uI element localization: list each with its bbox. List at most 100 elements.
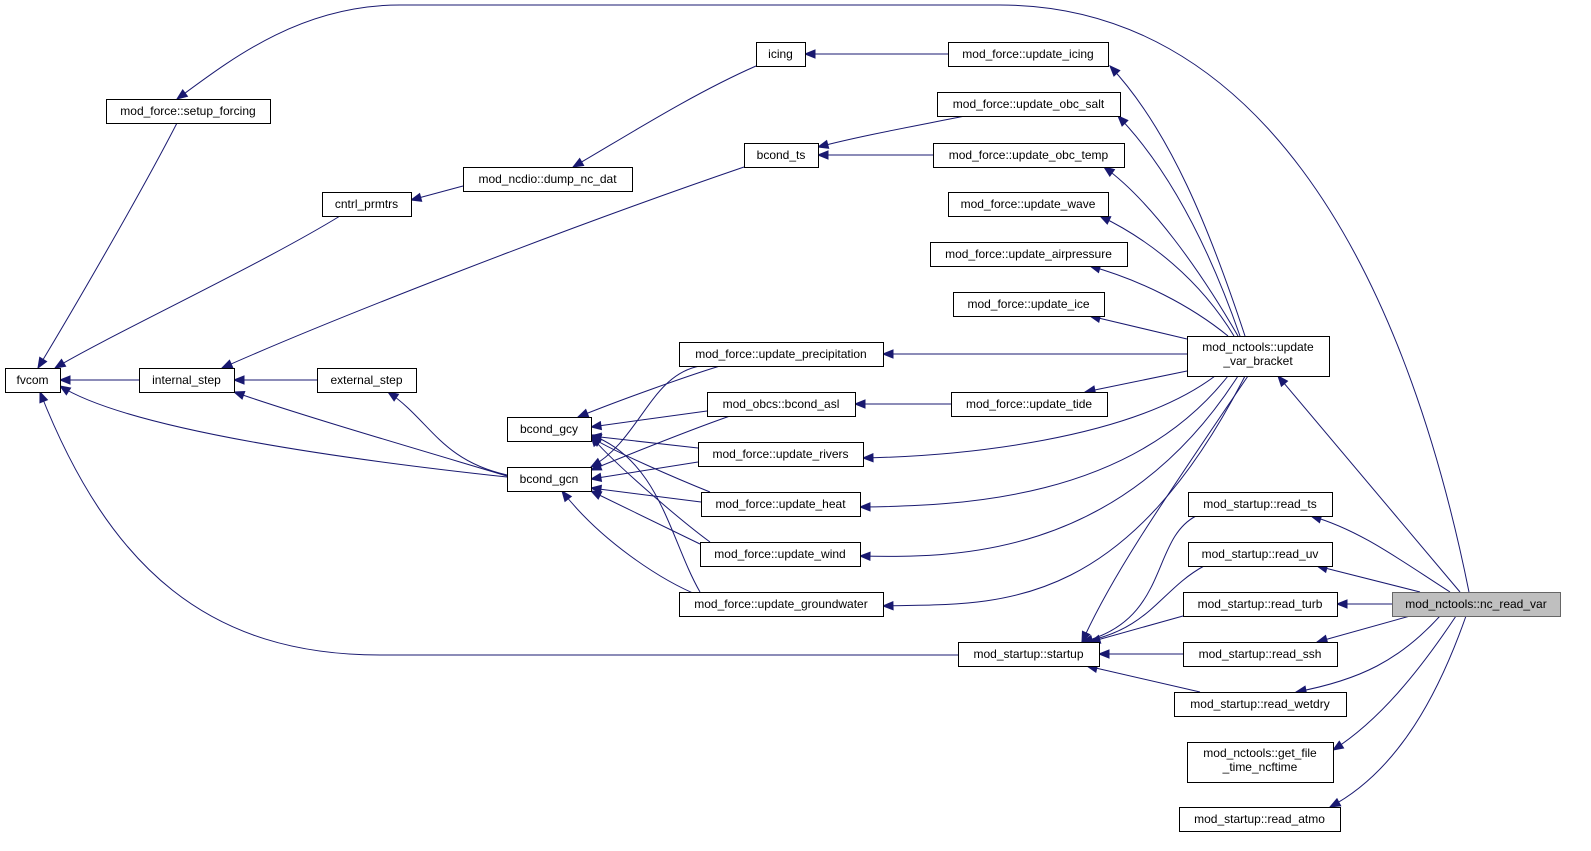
node-label: _time_ncftime	[1222, 760, 1298, 774]
edge-bcond-asl-to-bcond-gcy	[589, 410, 708, 431]
edge-nc-read-var-to-read-ssh	[1315, 615, 1411, 644]
arrowhead-icon	[232, 390, 246, 400]
node-box	[317, 368, 417, 393]
node-label: mod_startup::read_ssh	[1199, 647, 1322, 661]
edge-update-var-bracket-to-update-precipitation	[881, 349, 1187, 359]
node-get-file-time[interactable]: mod_nctools::get_file_time_ncftime	[1187, 742, 1334, 783]
edge-dump-nc-dat-to-cntrl-prmtrs	[409, 185, 464, 202]
node-dump-nc-dat[interactable]: mod_ncdio::dump_nc_dat	[463, 167, 633, 192]
node-update-wave[interactable]: mod_force::update_wave	[948, 192, 1109, 217]
edge-update-var-bracket-to-startup	[1081, 375, 1249, 644]
edge-update-var-bracket-to-update-tide	[1083, 370, 1188, 395]
node-label: mod_nctools::update	[1202, 340, 1314, 354]
node-nc-read-var[interactable]: mod_nctools::nc_read_var	[1392, 592, 1561, 617]
edge-update-var-bracket-to-update-groundwater	[881, 375, 1246, 611]
edge-nc-read-var-to-update-var-bracket	[1277, 374, 1461, 593]
node-box	[106, 99, 271, 124]
node-icing[interactable]: icing	[756, 42, 806, 67]
node-label: mod_startup::read_wetdry	[1190, 697, 1329, 711]
arrowhead-icon	[589, 490, 603, 500]
node-label: mod_startup::read_ts	[1203, 497, 1316, 511]
edge-nc-read-var-to-get-file-time	[1331, 615, 1457, 751]
node-bcond-ts[interactable]: bcond_ts	[744, 143, 819, 168]
arrowhead-icon	[1097, 649, 1110, 659]
node-update-rivers[interactable]: mod_force::update_rivers	[698, 442, 864, 467]
edge-external-step-to-internal-step	[232, 375, 317, 385]
edge-update-wind-to-bcond-gcy	[590, 434, 711, 543]
node-label: mod_force::update_airpressure	[945, 247, 1112, 261]
node-read-wetdry[interactable]: mod_startup::read_wetdry	[1174, 692, 1347, 717]
arrowhead-icon	[220, 359, 234, 369]
node-box	[5, 368, 61, 393]
node-update-airpressure[interactable]: mod_force::update_airpressure	[930, 242, 1128, 267]
arrowhead-icon	[1328, 797, 1342, 808]
arrowhead-icon	[561, 489, 573, 503]
node-update-groundwater[interactable]: mod_force::update_groundwater	[679, 592, 884, 617]
node-box	[948, 42, 1109, 67]
arrowhead-icon	[881, 600, 894, 611]
node-update-wind[interactable]: mod_force::update_wind	[700, 542, 861, 567]
node-box	[698, 442, 864, 467]
node-box	[1183, 592, 1338, 617]
edge-bcond-gcn-to-fvcom	[58, 385, 508, 478]
node-label: mod_startup::read_atmo	[1194, 812, 1325, 826]
node-label: mod_force::update_tide	[966, 397, 1092, 411]
node-label: mod_force::update_icing	[962, 47, 1093, 61]
node-external-step[interactable]: external_step	[317, 368, 417, 393]
node-label: mod_startup::startup	[973, 647, 1083, 661]
edge-update-obc-temp-to-bcond-ts	[816, 150, 933, 160]
node-label: mod_force::update_wave	[961, 197, 1096, 211]
arrowhead-icon	[853, 399, 866, 409]
node-box	[1174, 692, 1347, 717]
node-update-tide[interactable]: mod_force::update_tide	[951, 392, 1108, 417]
node-update-heat[interactable]: mod_force::update_heat	[701, 492, 861, 517]
node-update-obc-salt[interactable]: mod_force::update_obc_salt	[937, 92, 1121, 117]
edge-update-var-bracket-to-update-wind	[858, 375, 1239, 561]
edge-update-heat-to-bcond-gcy	[589, 436, 711, 493]
node-bcond-gcn[interactable]: bcond_gcn	[507, 467, 592, 492]
node-bcond-gcy[interactable]: bcond_gcy	[507, 417, 592, 442]
arrowhead-icon	[571, 157, 585, 168]
node-read-uv[interactable]: mod_startup::read_uv	[1188, 542, 1333, 567]
node-update-precipitation[interactable]: mod_force::update_precipitation	[679, 342, 884, 367]
node-label: mod_force::update_heat	[715, 497, 846, 511]
edge-update-rivers-to-bcond-gcn	[589, 461, 699, 483]
arrowhead-icon	[881, 349, 894, 359]
node-read-ts[interactable]: mod_startup::read_ts	[1188, 492, 1333, 517]
arrowhead-icon	[58, 375, 71, 385]
node-read-turb[interactable]: mod_startup::read_turb	[1183, 592, 1338, 617]
node-read-atmo[interactable]: mod_startup::read_atmo	[1179, 807, 1341, 832]
node-read-ssh[interactable]: mod_startup::read_ssh	[1183, 642, 1338, 667]
arrowhead-icon	[232, 375, 245, 385]
node-box	[930, 242, 1128, 267]
edge-update-var-bracket-to-update-heat	[858, 375, 1229, 512]
node-startup[interactable]: mod_startup::startup	[958, 642, 1100, 667]
node-label: fvcom	[16, 373, 48, 387]
edge-nc-read-var-to-read-turb	[1335, 599, 1392, 609]
edge-read-ts-to-startup	[1080, 515, 1197, 645]
node-label: external_step	[330, 373, 402, 387]
node-box	[701, 492, 861, 517]
node-internal-step[interactable]: internal_step	[139, 368, 235, 393]
node-box	[707, 392, 856, 417]
edge-update-var-bracket-to-update-airpressure	[1088, 264, 1229, 337]
node-update-ice[interactable]: mod_force::update_ice	[953, 292, 1105, 317]
node-update-icing[interactable]: mod_force::update_icing	[948, 42, 1109, 67]
arrowhead-icon	[589, 472, 603, 483]
arrowhead-icon	[1335, 599, 1348, 609]
node-label: mod_obcs::bcond_asl	[723, 397, 840, 411]
node-box	[953, 292, 1105, 317]
node-update-var-bracket[interactable]: mod_nctools::update_var_bracket	[1187, 336, 1330, 377]
edge-update-obc-salt-to-bcond-ts	[816, 115, 966, 149]
node-setup-forcing[interactable]: mod_force::setup_forcing	[106, 99, 271, 124]
node-box	[1183, 642, 1338, 667]
edge-cntrl-prmtrs-to-fvcom	[53, 215, 341, 369]
node-fvcom[interactable]: fvcom	[5, 368, 61, 393]
node-box	[1179, 807, 1341, 832]
node-cntrl-prmtrs[interactable]: cntrl_prmtrs	[322, 192, 412, 217]
node-update-obc-temp[interactable]: mod_force::update_obc_temp	[933, 143, 1125, 168]
arrowhead-icon	[386, 391, 400, 402]
node-bcond-asl[interactable]: mod_obcs::bcond_asl	[707, 392, 856, 417]
node-label: icing	[768, 47, 793, 61]
node-label: mod_ncdio::dump_nc_dat	[478, 172, 617, 186]
